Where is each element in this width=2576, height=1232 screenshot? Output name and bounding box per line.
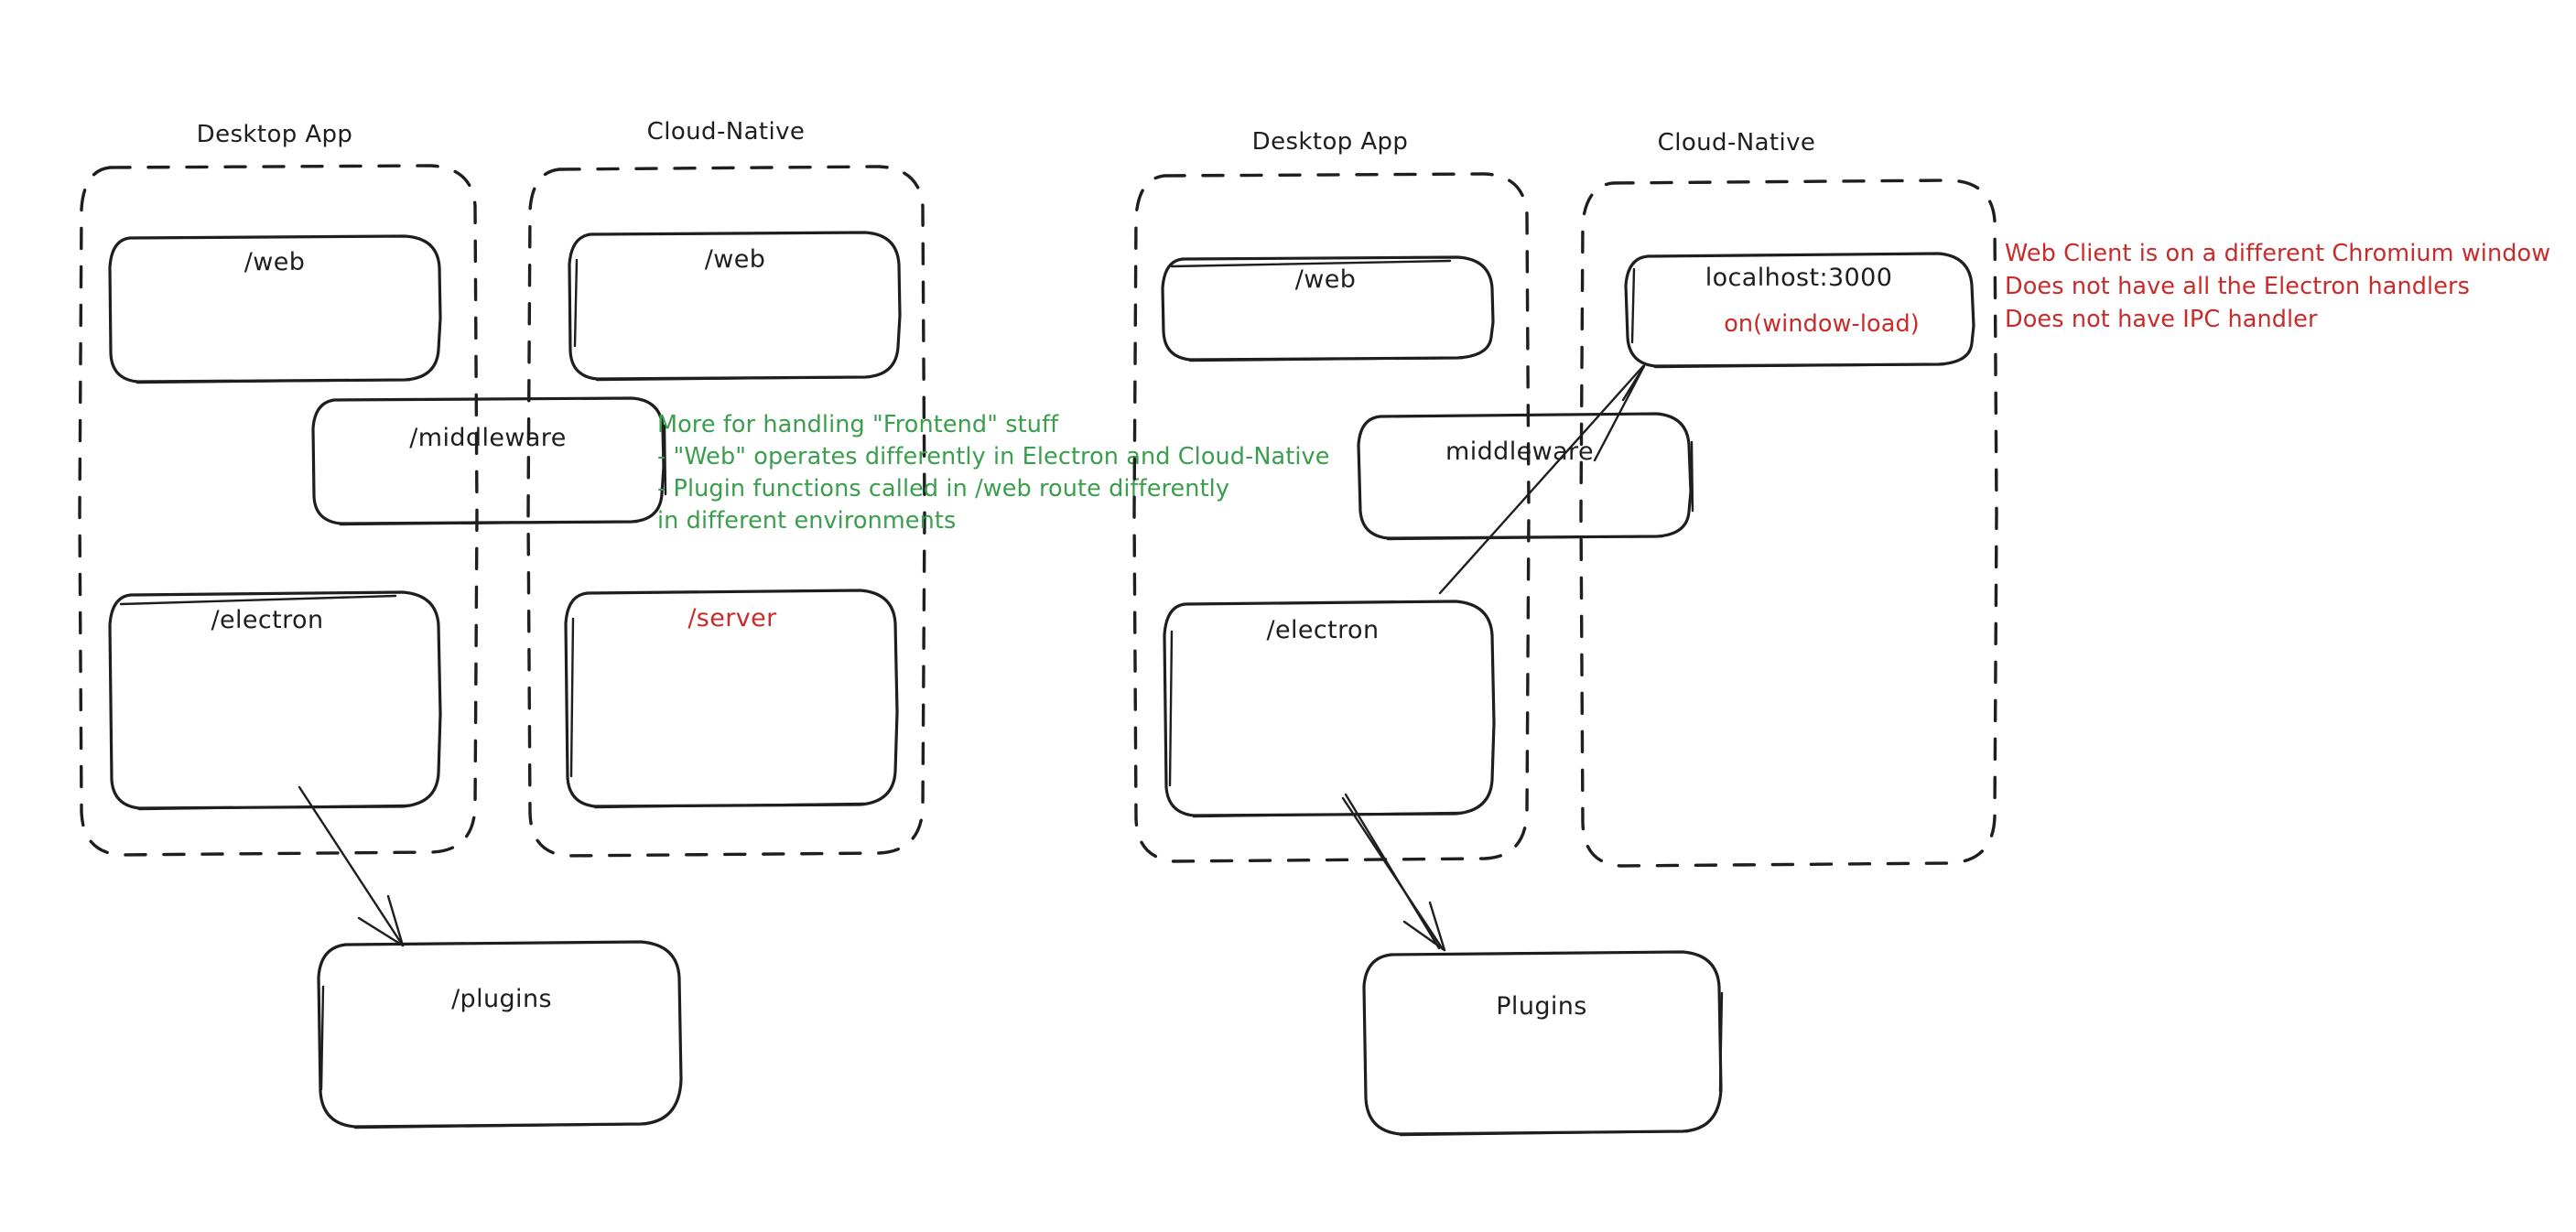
right-localhost-label: localhost:3000	[1705, 264, 1893, 292]
left-plugins-box[interactable]	[317, 940, 683, 1129]
green-note-line-2: - "Web" operates differently in Electron…	[657, 443, 1330, 470]
right-plugins-label: Plugins	[1496, 992, 1587, 1021]
red-note-line-2: Does not have all the Electron handlers	[2005, 273, 2470, 300]
red-note: Web Client is on a different Chromium wi…	[2005, 240, 2550, 333]
left-desktop-app-label: Desktop App	[197, 121, 353, 148]
left-electron-label: /electron	[211, 606, 324, 634]
left-desktop-web-box[interactable]	[108, 234, 442, 384]
right-electron-to-localhost-arrow	[1438, 364, 1646, 595]
left-server-label: /server	[687, 604, 777, 632]
green-note-line-1: More for handling "Frontend" stuff	[657, 411, 1059, 438]
right-cloud-native-container	[1579, 178, 1998, 868]
red-note-line-1: Web Client is on a different Chromium wi…	[2005, 240, 2550, 267]
left-cloud-native-label: Cloud-Native	[647, 118, 806, 146]
left-cloud-web-label: /web	[705, 245, 766, 274]
right-cloud-native-label: Cloud-Native	[1658, 129, 1816, 157]
right-middleware-label: middleware	[1445, 438, 1594, 466]
right-localhost-box[interactable]	[1624, 252, 1975, 369]
left-electron-box[interactable]	[108, 590, 442, 811]
right-desktop-app-container	[1132, 172, 1531, 863]
left-desktop-web-label: /web	[244, 248, 306, 276]
green-note-line-3: - Plugin functions called in /web route …	[657, 475, 1229, 503]
red-note-line-3: Does not have IPC handler	[2005, 306, 2318, 333]
right-electron-to-plugins-arrow	[1341, 793, 1446, 952]
right-middleware-box[interactable]	[1357, 412, 1694, 541]
right-on-window-load-label: on(window-load)	[1724, 310, 1920, 338]
left-cloud-native-container	[526, 165, 926, 858]
green-note: More for handling "Frontend" stuff - "We…	[657, 411, 1330, 535]
right-electron-label: /electron	[1267, 616, 1380, 644]
left-desktop-app-container	[78, 164, 479, 857]
left-electron-to-plugins-arrow	[298, 785, 405, 947]
right-desktop-app-label: Desktop App	[1252, 128, 1409, 156]
right-desktop-web-box[interactable]	[1161, 255, 1495, 362]
right-desktop-web-label: /web	[1295, 265, 1357, 294]
left-cloud-web-box[interactable]	[568, 231, 902, 382]
right-plugins-box[interactable]	[1362, 950, 1724, 1137]
left-middleware-box[interactable]	[311, 396, 667, 526]
right-electron-box[interactable]	[1163, 600, 1496, 818]
left-plugins-label: /plugins	[451, 985, 552, 1013]
left-server-box[interactable]	[564, 589, 899, 809]
left-middleware-label: /middleware	[409, 424, 566, 452]
green-note-line-4: in different environments	[657, 507, 956, 535]
